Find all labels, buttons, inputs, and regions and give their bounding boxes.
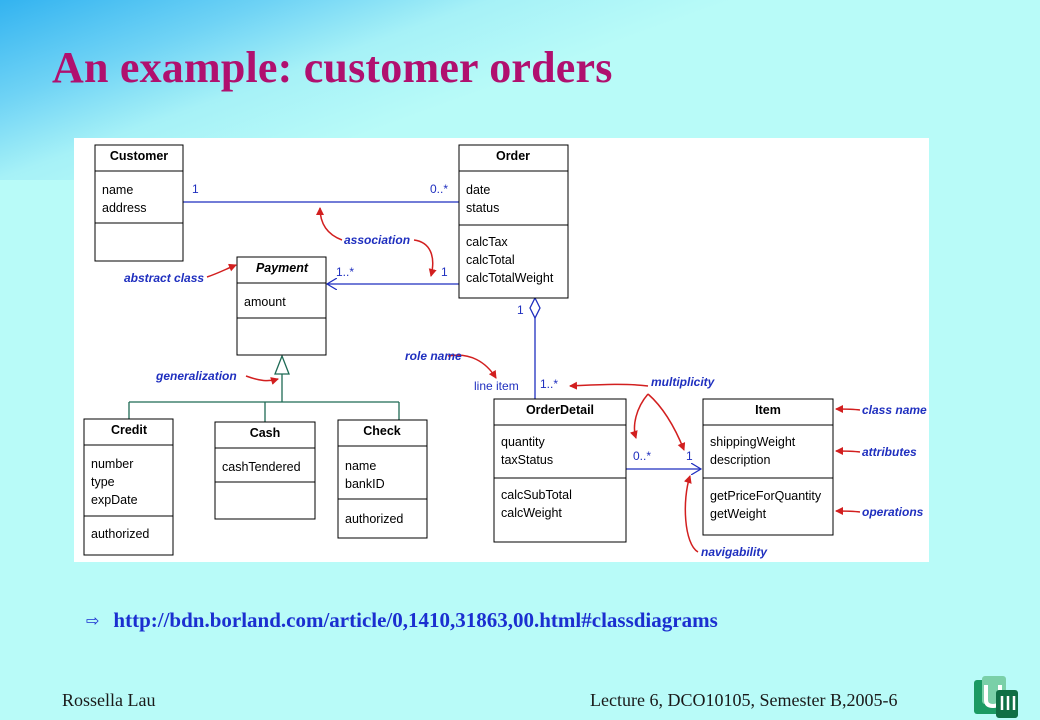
class-cash-attribute: cashTendered: [222, 460, 301, 474]
class-check: [337, 419, 428, 539]
class-check-attribute: bankID: [345, 477, 385, 491]
class-item-attribute: description: [710, 453, 770, 467]
annotation-class-name: class name: [862, 403, 927, 417]
class-orderdetail: [493, 398, 627, 543]
class-cash-name: Cash: [250, 426, 281, 440]
multiplicity-orderdetail: 1..*: [540, 377, 558, 391]
class-credit-name: Credit: [111, 423, 148, 437]
class-order-operation: calcTax: [466, 235, 508, 249]
class-check-name: Check: [363, 424, 401, 438]
class-orderdetail-attribute: taxStatus: [501, 453, 553, 467]
class-credit-attribute: type: [91, 475, 115, 489]
class-check-operation: authorized: [345, 512, 403, 526]
class-customer-name: Customer: [110, 149, 168, 163]
footer-author: Rossella Lau: [62, 690, 156, 710]
multiplicity-customer: 1: [192, 182, 199, 196]
class-item-operation: getWeight: [710, 507, 767, 521]
annotation-role-name: role name: [405, 349, 462, 363]
generalization-tree: [128, 354, 400, 422]
arrow-outline-icon: ⇨: [86, 611, 100, 630]
reference-link-row: ⇨ http://bdn.borland.com/article/0,1410,…: [86, 608, 718, 633]
annotation-multiplicity: multiplicity: [651, 375, 716, 389]
class-credit-attribute: number: [91, 457, 133, 471]
class-item-attribute: shippingWeight: [710, 435, 796, 449]
multiplicity-payment: 1..*: [336, 265, 354, 279]
class-payment-attribute: amount: [244, 295, 286, 309]
class-customer-attribute: name: [102, 183, 133, 197]
annotation-abstract-class: abstract class: [124, 271, 204, 285]
annotation-arrows: [206, 207, 861, 553]
class-order: [458, 144, 569, 299]
multiplicity-item: 1: [686, 449, 693, 463]
class-orderdetail-name: OrderDetail: [526, 403, 594, 417]
class-cash: [214, 421, 316, 520]
class-order-attribute: date: [466, 183, 490, 197]
class-item: [702, 398, 834, 536]
annotation-attributes: attributes: [862, 445, 917, 459]
annotation-association: association: [344, 233, 410, 247]
multiplicity-order-aggregate: 1: [517, 303, 524, 317]
class-orderdetail-operation: calcWeight: [501, 506, 562, 520]
class-credit-operation: authorized: [91, 527, 149, 541]
class-customer-attribute: address: [102, 201, 146, 215]
role-name-line-item: line item: [474, 379, 519, 393]
class-orderdetail-operation: calcSubTotal: [501, 488, 572, 502]
class-check-attribute: name: [345, 459, 376, 473]
class-order-operation: calcTotal: [466, 253, 515, 267]
multiplicity-order: 0..*: [430, 182, 448, 196]
multiplicity-detail-to-item: 0..*: [633, 449, 651, 463]
class-order-name: Order: [496, 149, 530, 163]
slide-title: An example: customer orders: [52, 43, 613, 92]
annotation-navigability: navigability: [701, 545, 768, 559]
class-orderdetail-attribute: quantity: [501, 435, 546, 449]
class-item-name: Item: [755, 403, 781, 417]
class-order-operation: calcTotalWeight: [466, 271, 554, 285]
class-credit: [83, 418, 174, 556]
annotation-operations: operations: [862, 505, 924, 519]
reference-link[interactable]: http://bdn.borland.com/article/0,1410,31…: [113, 608, 718, 632]
class-payment: [236, 256, 327, 356]
class-item-operation: getPriceForQuantity: [710, 489, 822, 503]
university-logo-icon: [974, 676, 1018, 718]
class-customer: [94, 144, 184, 262]
footer-lecture-info: Lecture 6, DCO10105, Semester B,2005-6: [590, 690, 898, 710]
order-detail-aggregation-diamond: [529, 296, 541, 320]
class-order-attribute: status: [466, 201, 499, 215]
class-credit-attribute: expDate: [91, 493, 138, 507]
class-diagram-panel: Customer name address Order date status …: [74, 138, 929, 562]
class-payment-name: Payment: [256, 261, 309, 275]
multiplicity-order-payment: 1: [441, 265, 448, 279]
annotation-generalization: generalization: [155, 369, 237, 383]
